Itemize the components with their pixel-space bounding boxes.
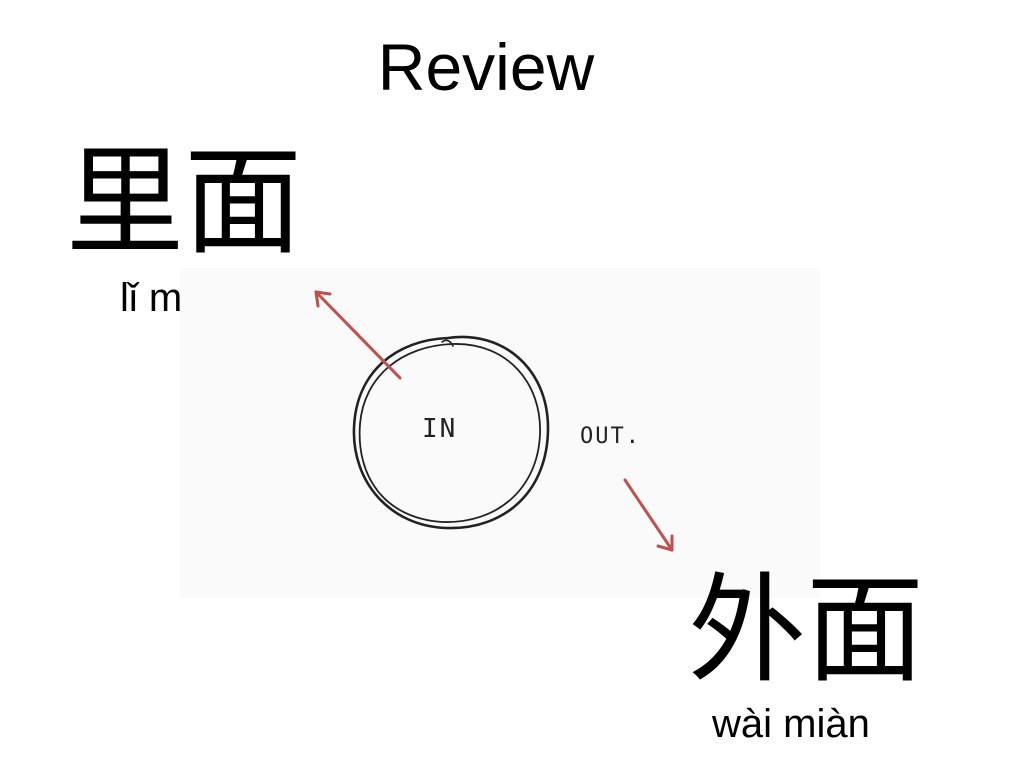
circle-stroke-tail — [441, 339, 454, 347]
in-out-sketch: IN OUT. — [180, 268, 820, 598]
out-label: OUT. — [580, 424, 641, 449]
outside-pinyin: wài miàn — [712, 702, 870, 746]
slide-title: Review — [377, 30, 595, 104]
sketch-background — [180, 268, 820, 598]
circle-stroke-outer — [352, 335, 550, 530]
outside-hanzi: 外面 — [688, 561, 925, 699]
circle-sketch-drawing — [352, 335, 550, 530]
inside-hanzi: 里面 — [66, 133, 303, 271]
circle-stroke-inner — [358, 343, 541, 523]
in-label: IN — [422, 414, 458, 444]
